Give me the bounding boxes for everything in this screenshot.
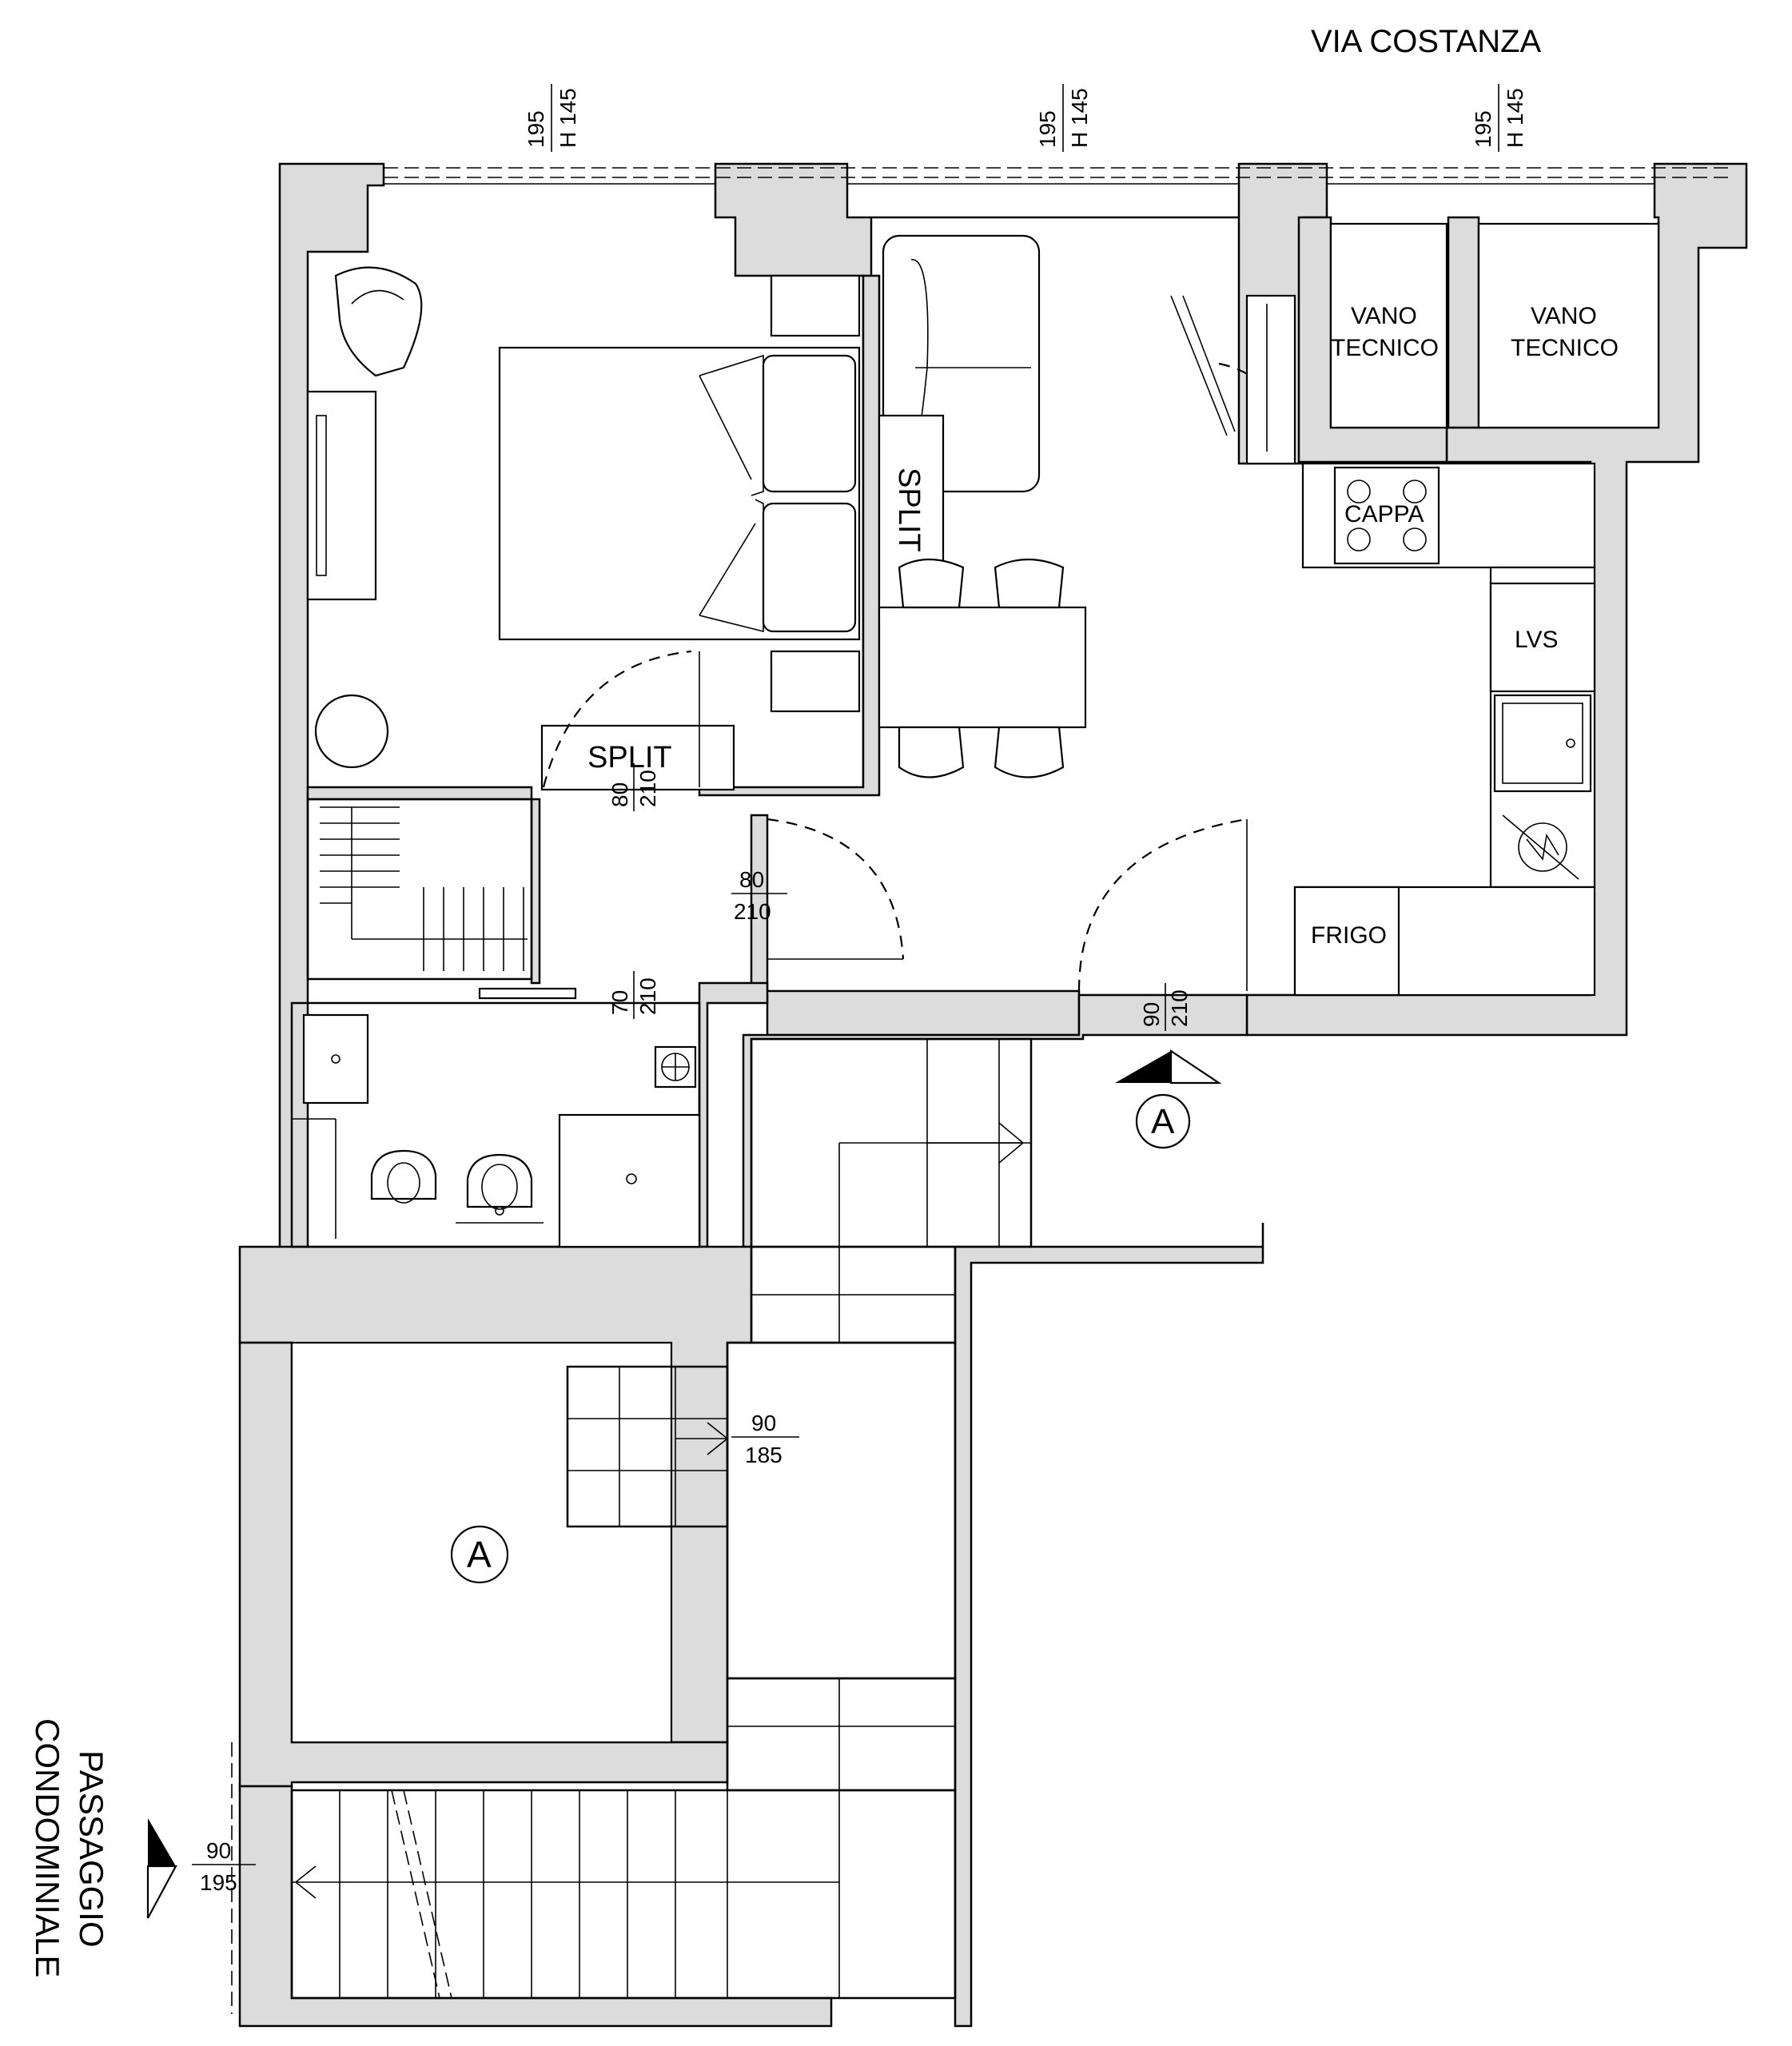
section-mark-a-bottom-label: A <box>467 1534 492 1575</box>
section-mark-a-top-label: A <box>1151 1102 1175 1141</box>
door-5-w: 90 <box>751 1411 776 1435</box>
bathroom <box>290 1001 701 1248</box>
vano-tecnico-2 <box>1477 222 1660 429</box>
door-4-h: 210 <box>1167 989 1192 1027</box>
cappa-label: CAPPA <box>1344 501 1424 527</box>
chair-1 <box>898 558 965 609</box>
window-1-height: H 145 <box>556 88 580 148</box>
door-2-h: 210 <box>734 899 771 924</box>
tv-unit <box>306 390 377 601</box>
cabinet-right <box>1245 294 1296 465</box>
pillow-2 <box>762 502 857 633</box>
nightstand-1 <box>770 274 861 337</box>
cooktop <box>1333 466 1440 565</box>
window-3-width: 195 <box>1471 110 1495 148</box>
toilet-icon <box>370 1149 437 1200</box>
split-bedroom <box>540 724 735 791</box>
frigo-label: FRIGO <box>1311 922 1387 949</box>
chair-3 <box>898 726 965 778</box>
vano-tecnico: VANO TECNICO VANO TECNICO <box>1329 222 1660 429</box>
lvs <box>1489 582 1596 693</box>
washbasin-1 <box>302 1013 369 1105</box>
split-living-label: SPLIT <box>892 468 926 552</box>
vano2-line1: VANO <box>1531 303 1597 329</box>
kitchen: CAPPA LVS FRIGO <box>1293 462 1596 997</box>
split-bedroom-label: SPLIT <box>587 741 672 774</box>
wall-corridor-right <box>750 814 1081 1037</box>
door-6-h: 195 <box>200 1870 237 1895</box>
living: SPLIT <box>878 234 1296 778</box>
door-labels: 80 210 80 210 70 210 90 210 90 185 90 19… <box>192 763 1192 1895</box>
lvs-label: LVS <box>1515 627 1558 653</box>
door-3-h: 210 <box>635 977 660 1015</box>
dining-table <box>878 606 1087 729</box>
wall-vano-divider <box>1447 216 1480 429</box>
wall-bed-living <box>698 274 881 797</box>
door-1-h: 210 <box>635 770 660 807</box>
wall-stair-bottom <box>238 1785 833 2028</box>
wall-corridor-mid <box>698 981 769 1248</box>
sink <box>1493 694 1592 793</box>
frigo <box>1293 886 1400 997</box>
pillow-1 <box>762 354 857 493</box>
closet <box>306 798 533 981</box>
shower-tray <box>558 1113 701 1248</box>
armchair-icon <box>334 266 423 377</box>
section-marks: A A <box>146 1049 1222 1919</box>
door-5-h: 185 <box>745 1443 783 1467</box>
door-6-w: 90 <box>206 1838 231 1863</box>
window-2-width: 195 <box>1035 110 1060 148</box>
windows <box>384 167 1734 185</box>
round-table <box>314 694 389 769</box>
bedroom: SPLIT <box>306 266 861 791</box>
chair-2 <box>994 558 1065 609</box>
street-label: VIA COSTANZA <box>1311 24 1542 59</box>
vano-tecnico-1 <box>1329 222 1448 429</box>
vano1-line2: TECNICO <box>1331 335 1439 361</box>
window-labels: 195 H 145 195 H 145 195 H 145 <box>524 84 1527 152</box>
vano1-line1: VANO <box>1351 303 1417 329</box>
passage-line2: CONDOMINIALE <box>29 1718 66 1977</box>
nightstand-2 <box>770 650 861 713</box>
window-1-width: 195 <box>524 110 548 148</box>
section-mark-a-bottom <box>450 1525 509 1584</box>
door-4-w: 90 <box>1139 1002 1164 1027</box>
window-3-height: H 145 <box>1503 88 1527 148</box>
window-2-height: H 145 <box>1067 88 1092 148</box>
doors <box>478 650 1248 1000</box>
section-mark-a-top <box>1135 1093 1191 1149</box>
door-1-w: 80 <box>607 782 632 807</box>
chair-4 <box>994 726 1065 778</box>
vano2-line2: TECNICO <box>1511 335 1619 361</box>
door-2-w: 80 <box>739 867 764 892</box>
bidet-icon <box>466 1153 533 1208</box>
passage-line1: PASSAGGIO <box>73 1750 110 1948</box>
wall-stair-right <box>954 1223 1264 2028</box>
